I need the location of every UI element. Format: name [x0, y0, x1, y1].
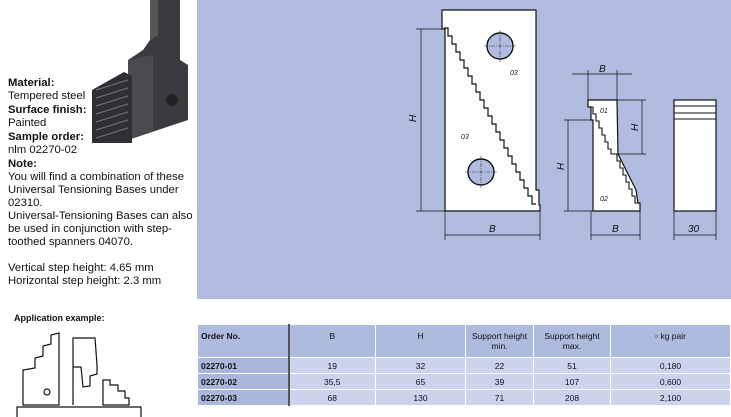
header-support-min: Support height min.: [465, 324, 534, 358]
note-text-1: You will find a combination of these Uni…: [8, 171, 185, 209]
dim-width: 30: [688, 224, 700, 235]
header-h: H: [375, 324, 466, 358]
sample-value: nlm 02270-02: [8, 144, 78, 156]
vertical-step: Vertical step height: 4.65 mm: [8, 262, 154, 274]
cell-h: 65: [375, 373, 466, 390]
dim-h-small-1: H: [630, 123, 641, 131]
horizontal-step: Horizontal step height: 2.3 mm: [8, 275, 162, 287]
cell-max: 107: [533, 373, 611, 390]
material-label: Material:: [8, 77, 55, 89]
cell-weight: 0,180: [610, 357, 731, 374]
cell-max: 208: [533, 389, 611, 406]
step-diagonal: [444, 27, 536, 205]
cell-min: 39: [465, 373, 534, 390]
order-table: Order No. B H Support height min. Suppor…: [197, 324, 731, 406]
dim-h-small-2: H: [556, 162, 567, 170]
header-b: B: [288, 324, 376, 358]
header-order-no: Order No.: [197, 324, 290, 358]
header-weight: ▫ kg pair: [610, 324, 731, 358]
weight-icon: ▫: [655, 331, 659, 341]
header-support-max: Support height max.: [533, 324, 611, 358]
cell-b: 35,5: [288, 373, 376, 390]
part-label-02: 02: [600, 196, 608, 203]
finish-value: Painted: [8, 117, 47, 129]
dim-b-small: B: [599, 64, 606, 75]
technical-drawing: H B B H H B 30 03 03 01 02: [408, 9, 717, 240]
sample-label: Sample order:: [8, 131, 84, 143]
order-no: 02270-01: [197, 357, 290, 374]
cell-b: 19: [288, 357, 376, 374]
cell-max: 51: [533, 357, 611, 374]
product-info: Material: Tempered steel Surface finish:…: [8, 76, 193, 288]
part-label-03a: 03: [510, 70, 518, 77]
part-label-03b: 03: [461, 134, 469, 141]
cell-weight: 0,600: [610, 373, 731, 390]
note-text-2: Universal-Tensioning Bases can also be u…: [8, 210, 193, 248]
part-label-01: 01: [600, 108, 608, 115]
finish-label: Surface finish:: [8, 104, 87, 116]
application-example-drawing: [16, 332, 142, 417]
cell-b: 68: [288, 389, 376, 406]
cell-min: 22: [465, 357, 534, 374]
product-photo: [92, 0, 188, 143]
dim-b-small-2: B: [612, 224, 619, 235]
cell-min: 71: [465, 389, 534, 406]
cell-h: 130: [375, 389, 466, 406]
note-label: Note:: [8, 158, 37, 170]
cell-h: 32: [375, 357, 466, 374]
order-no: 02270-03: [197, 389, 290, 406]
application-label: Application example:: [14, 313, 105, 323]
order-no: 02270-02: [197, 373, 290, 390]
cell-weight: 2,100: [610, 389, 731, 406]
dim-b-large: B: [489, 224, 496, 235]
material-value: Tempered steel: [8, 90, 86, 102]
dim-h-large: H: [408, 114, 419, 122]
table-header-row: Order No. B H Support height min. Suppor…: [197, 324, 731, 358]
